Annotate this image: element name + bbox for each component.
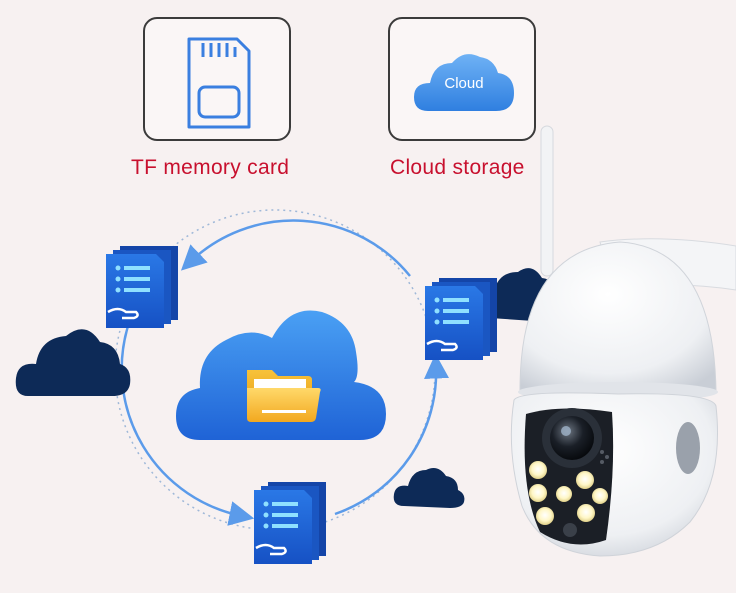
central-cloud-icon bbox=[176, 310, 386, 440]
dark-cloud-small-icon bbox=[393, 468, 465, 508]
sync-arrow-top bbox=[180, 219, 411, 277]
document-stack-icon bbox=[425, 278, 497, 360]
document-stack-icon bbox=[254, 482, 326, 564]
cloud-icon bbox=[414, 54, 514, 111]
ir-led-array bbox=[529, 461, 608, 537]
sd-card-icon bbox=[187, 37, 251, 129]
camera-housing bbox=[519, 241, 717, 393]
dark-cloud-left-icon bbox=[15, 329, 131, 396]
sync-arrow-right bbox=[334, 353, 449, 516]
cloud-box: Cloud bbox=[388, 17, 536, 141]
antenna bbox=[540, 125, 554, 277]
folder-icon bbox=[247, 370, 321, 422]
cloud-storage-label: Cloud storage bbox=[390, 156, 525, 179]
tf-card-label: TF memory card bbox=[131, 156, 290, 179]
ptz-camera bbox=[510, 125, 736, 557]
tf-card-box bbox=[143, 17, 291, 141]
cloud-icon-text: Cloud bbox=[444, 75, 484, 92]
document-stack-icon bbox=[106, 246, 178, 328]
sync-arrow-left bbox=[120, 325, 255, 526]
